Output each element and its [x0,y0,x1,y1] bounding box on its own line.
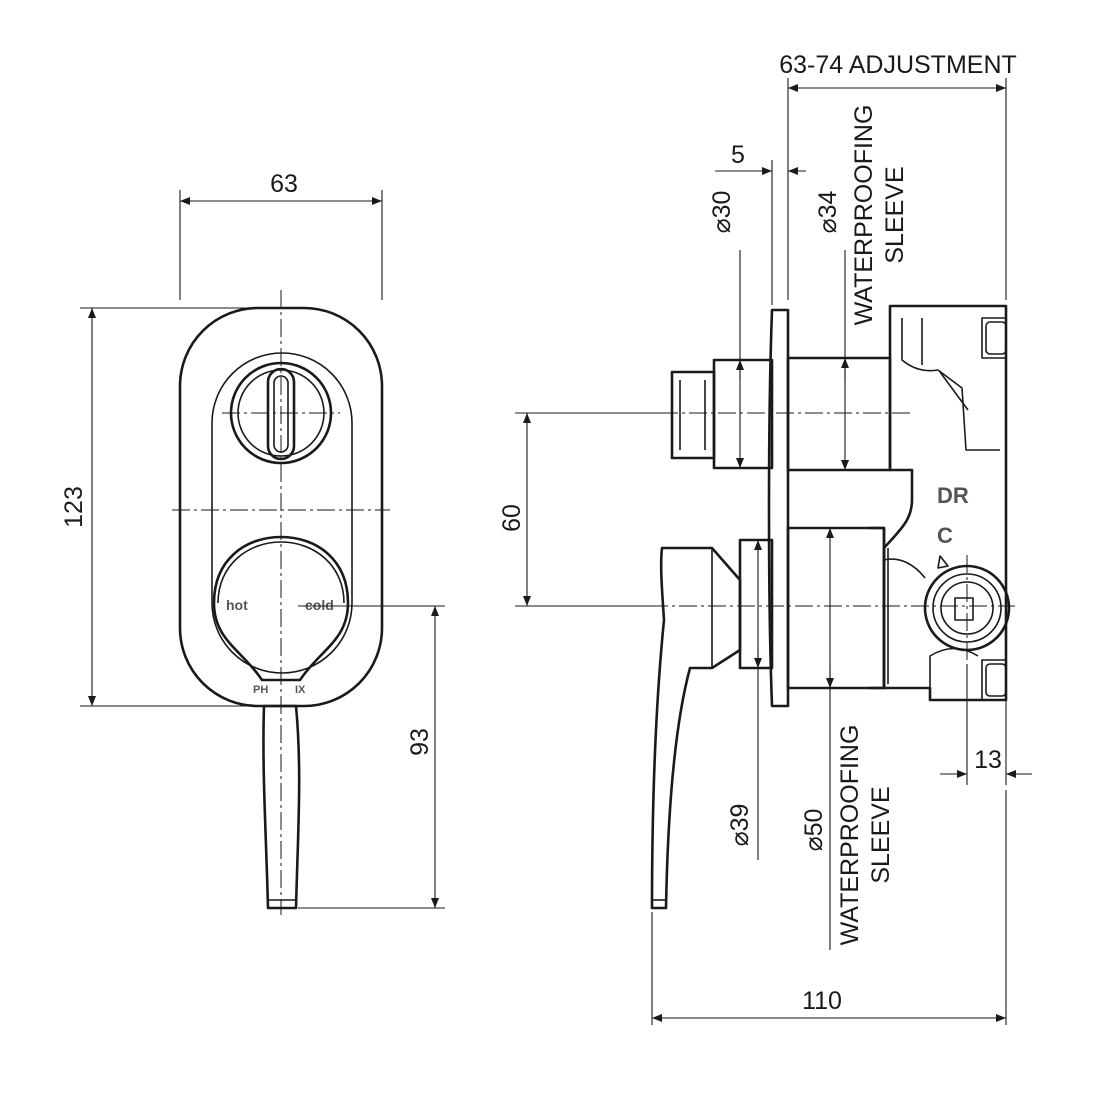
body-mark-dr: DR [937,483,969,508]
valve-body [882,304,1008,702]
d39-dimension-label: ⌀39 [726,804,754,847]
d30-dimension-label: ⌀30 [708,191,736,234]
bottom-sleeve-label-line1: WATERPROOFING [836,725,864,946]
overall-depth-dimension-label: 110 [802,987,842,1015]
outlet-dimension-label: 13 [974,746,1002,774]
plate-offset-dimension-label: 5 [731,141,745,169]
brand-mark-left: PH [253,684,268,696]
cover-plate-inner-panel [211,352,353,674]
lower-waterproofing-sleeve [786,526,886,690]
lever-length-dimension-label: 93 [406,728,434,756]
height-dimension-label: 123 [60,486,88,528]
adjustment-dimension-label: 63-74 ADJUSTMENT [779,51,1017,79]
side-view: DR C 63-74 ADJUSTMENT 5 ⌀30 [498,51,1032,1025]
front-view: hot cold PH IX 63 123 93 [60,170,445,915]
brand-mark-right: IX [295,684,306,696]
body-mark-c: C [937,523,953,548]
top-sleeve-label-line2: SLEEVE [881,166,909,263]
hot-label: hot [226,597,248,613]
upper-waterproofing-sleeve [786,356,892,472]
centres-dimension-label: 60 [498,504,526,532]
bottom-sleeve-label-line2: SLEEVE [867,786,895,883]
lever-hub [212,535,350,682]
side-cover-plate [767,308,790,708]
top-sleeve-label-line1: WATERPROOFING [850,105,878,326]
width-dimension-label: 63 [270,170,298,198]
diverter-spindle [670,358,774,470]
side-lever [650,538,774,910]
d34-dimension-label: ⌀34 [814,190,842,233]
d50-dimension-label: ⌀50 [800,809,828,852]
lever-handle [262,704,301,910]
cold-label: cold [305,597,334,613]
